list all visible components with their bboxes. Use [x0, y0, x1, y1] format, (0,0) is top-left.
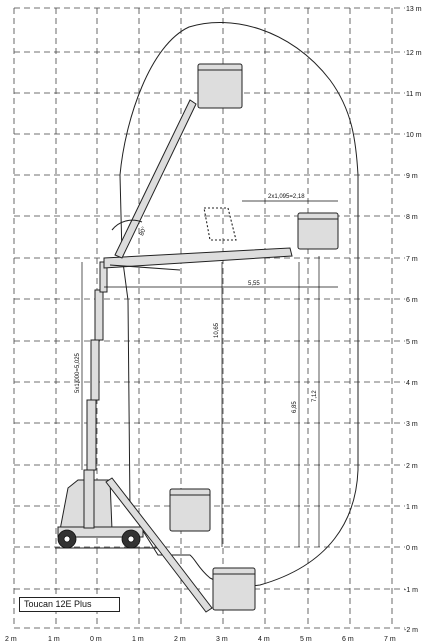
x-axis-labels: 2 m 1 m 0 m 1 m 2 m 3 m 4 m 5 m 6 m 7 m [5, 636, 396, 643]
y-label-8: 8 m [406, 214, 418, 221]
lowered-jib [105, 477, 256, 613]
horizontal-boom [103, 207, 339, 271]
y-label-10: 10 m [406, 132, 422, 139]
model-name: Toucan 12E Plus [24, 599, 92, 609]
boom-arm [103, 247, 293, 269]
x-label-3: 3 m [216, 636, 228, 643]
mast-section-2 [86, 399, 97, 471]
rear-wheel-hub [63, 535, 71, 543]
y-label-3: 3 m [406, 421, 418, 428]
y-label-2: 2 m [406, 463, 418, 470]
y-label-4: 4 m [406, 380, 418, 387]
jib-arm [114, 99, 197, 259]
front-wheel-hub [127, 535, 135, 543]
y-axis-labels: 13 m 12 m 11 m 10 m 9 m 8 m 7 m 6 m 5 m … [404, 6, 422, 634]
retracted-basket [169, 488, 211, 532]
y-label-minus-2: -2 m [404, 627, 418, 634]
y-label-13: 13 m [406, 6, 422, 13]
y-label-12: 12 m [406, 50, 422, 57]
x-label-0: 0 m [90, 636, 102, 643]
chassis-base [57, 526, 144, 538]
outreach-text: 5,55 [248, 281, 260, 287]
angle-text: 80° [139, 226, 148, 237]
y-label-1: 1 m [406, 504, 418, 511]
raised-jib [111, 63, 243, 259]
y-label-9: 9 m [406, 173, 418, 180]
y-label-11: 11 m [406, 91, 421, 98]
basket-ground [169, 488, 211, 532]
y-label-7: 7 m [406, 256, 418, 263]
y-label-6: 6 m [406, 297, 418, 304]
x-label-2: 2 m [174, 636, 186, 643]
x-label-minus-1: 1 m [48, 636, 60, 643]
y-label-minus-1: -1 m [404, 587, 418, 594]
basket-outreach [297, 212, 339, 250]
basket-alt-position [203, 207, 237, 241]
y-label-0: 0 m [406, 545, 418, 552]
mast-section-3 [90, 339, 100, 401]
x-label-6: 6 m [342, 636, 354, 643]
max-height-text: 10,65 [214, 322, 220, 338]
x-label-4: 4 m [258, 636, 270, 643]
x-label-7: 7 m [384, 636, 396, 643]
model-name-box: Toucan 12E Plus [19, 597, 120, 612]
basket-width-text: 2x1,095=2,18 [268, 194, 305, 200]
platform-height-text: 7,12 [312, 390, 318, 402]
boom-cylinder [109, 264, 181, 271]
basket-low [212, 567, 256, 611]
x-label-5: 5 m [300, 636, 312, 643]
x-label-1: 1 m [132, 636, 144, 643]
telescopic-mast [83, 261, 108, 529]
x-label-minus-2: 2 m [5, 636, 17, 643]
mast-sections-text: 5x1,000=5,025 [75, 352, 81, 393]
lowered-jib-arm [105, 477, 213, 613]
mast-section-1 [83, 469, 95, 529]
angle-arc [111, 219, 143, 231]
dimension-lines [81, 200, 338, 547]
y-label-5: 5 m [406, 339, 418, 346]
working-envelope [119, 21, 359, 587]
mast-section-4 [94, 289, 104, 341]
basket-top [197, 63, 243, 109]
mast-height-text: 6,85 [292, 401, 298, 413]
